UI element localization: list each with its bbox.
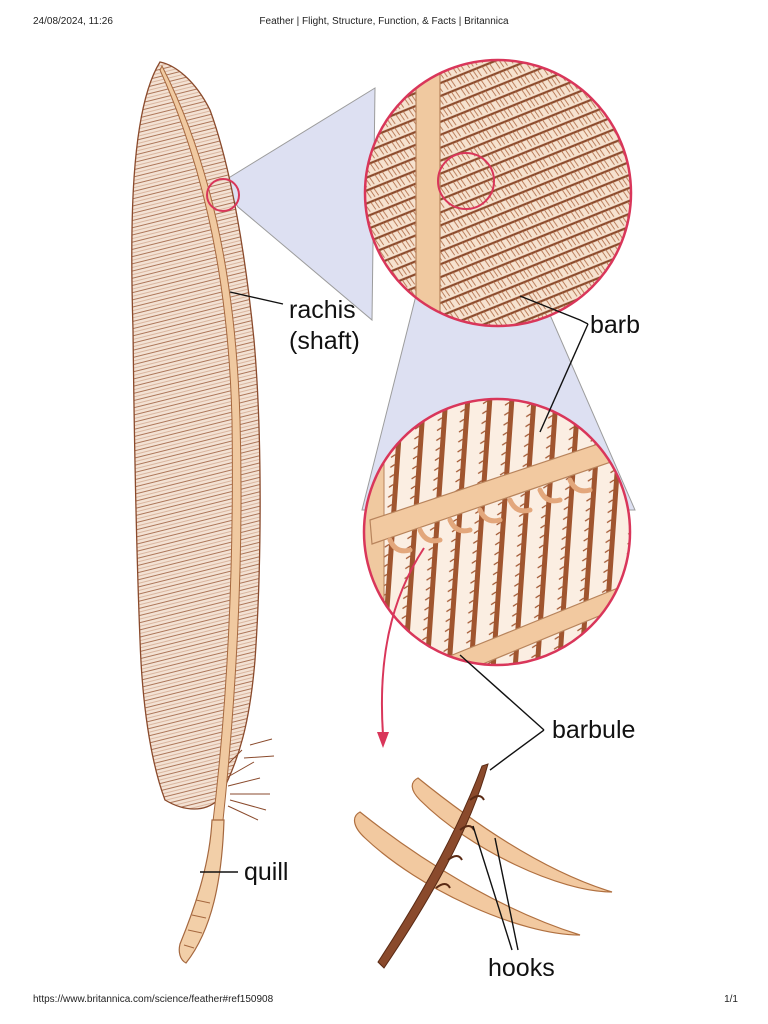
print-datetime: 24/08/2024, 11:26 — [33, 16, 113, 27]
label-barbule: barbule — [552, 716, 635, 744]
barbule-leader-2 — [489, 729, 545, 771]
label-shaft: (shaft) — [289, 327, 360, 355]
feather-illustration — [131, 61, 275, 964]
detail-arrowhead — [377, 732, 389, 748]
label-hooks: hooks — [488, 954, 555, 982]
hooks-leader-2 — [494, 837, 519, 951]
barb-leader-1 — [519, 295, 589, 325]
feather-fluff — [221, 738, 275, 821]
rachis-leader — [229, 291, 284, 305]
barb-highlight-circle — [437, 152, 495, 210]
print-url: https://www.britannica.com/science/feath… — [33, 994, 274, 1005]
print-page-title: Feather | Flight, Structure, Function, &… — [259, 16, 509, 27]
barbule-hooks-detail — [354, 763, 613, 969]
print-page-number: 1/1 — [724, 994, 738, 1005]
leader-lines — [200, 291, 589, 951]
hooks-leader-1 — [472, 825, 513, 951]
quill — [178, 819, 225, 964]
label-barb: barb — [590, 311, 640, 339]
barbule-leader-1 — [459, 654, 545, 731]
label-quill: quill — [244, 858, 288, 886]
barbule-zoom-circle — [362, 397, 632, 667]
feather-highlight-circle — [206, 178, 240, 212]
label-rachis: rachis — [289, 296, 356, 324]
detail-arrow — [380, 547, 425, 736]
barb-leader-2 — [539, 323, 589, 433]
barb-zoom-circle — [363, 58, 633, 328]
